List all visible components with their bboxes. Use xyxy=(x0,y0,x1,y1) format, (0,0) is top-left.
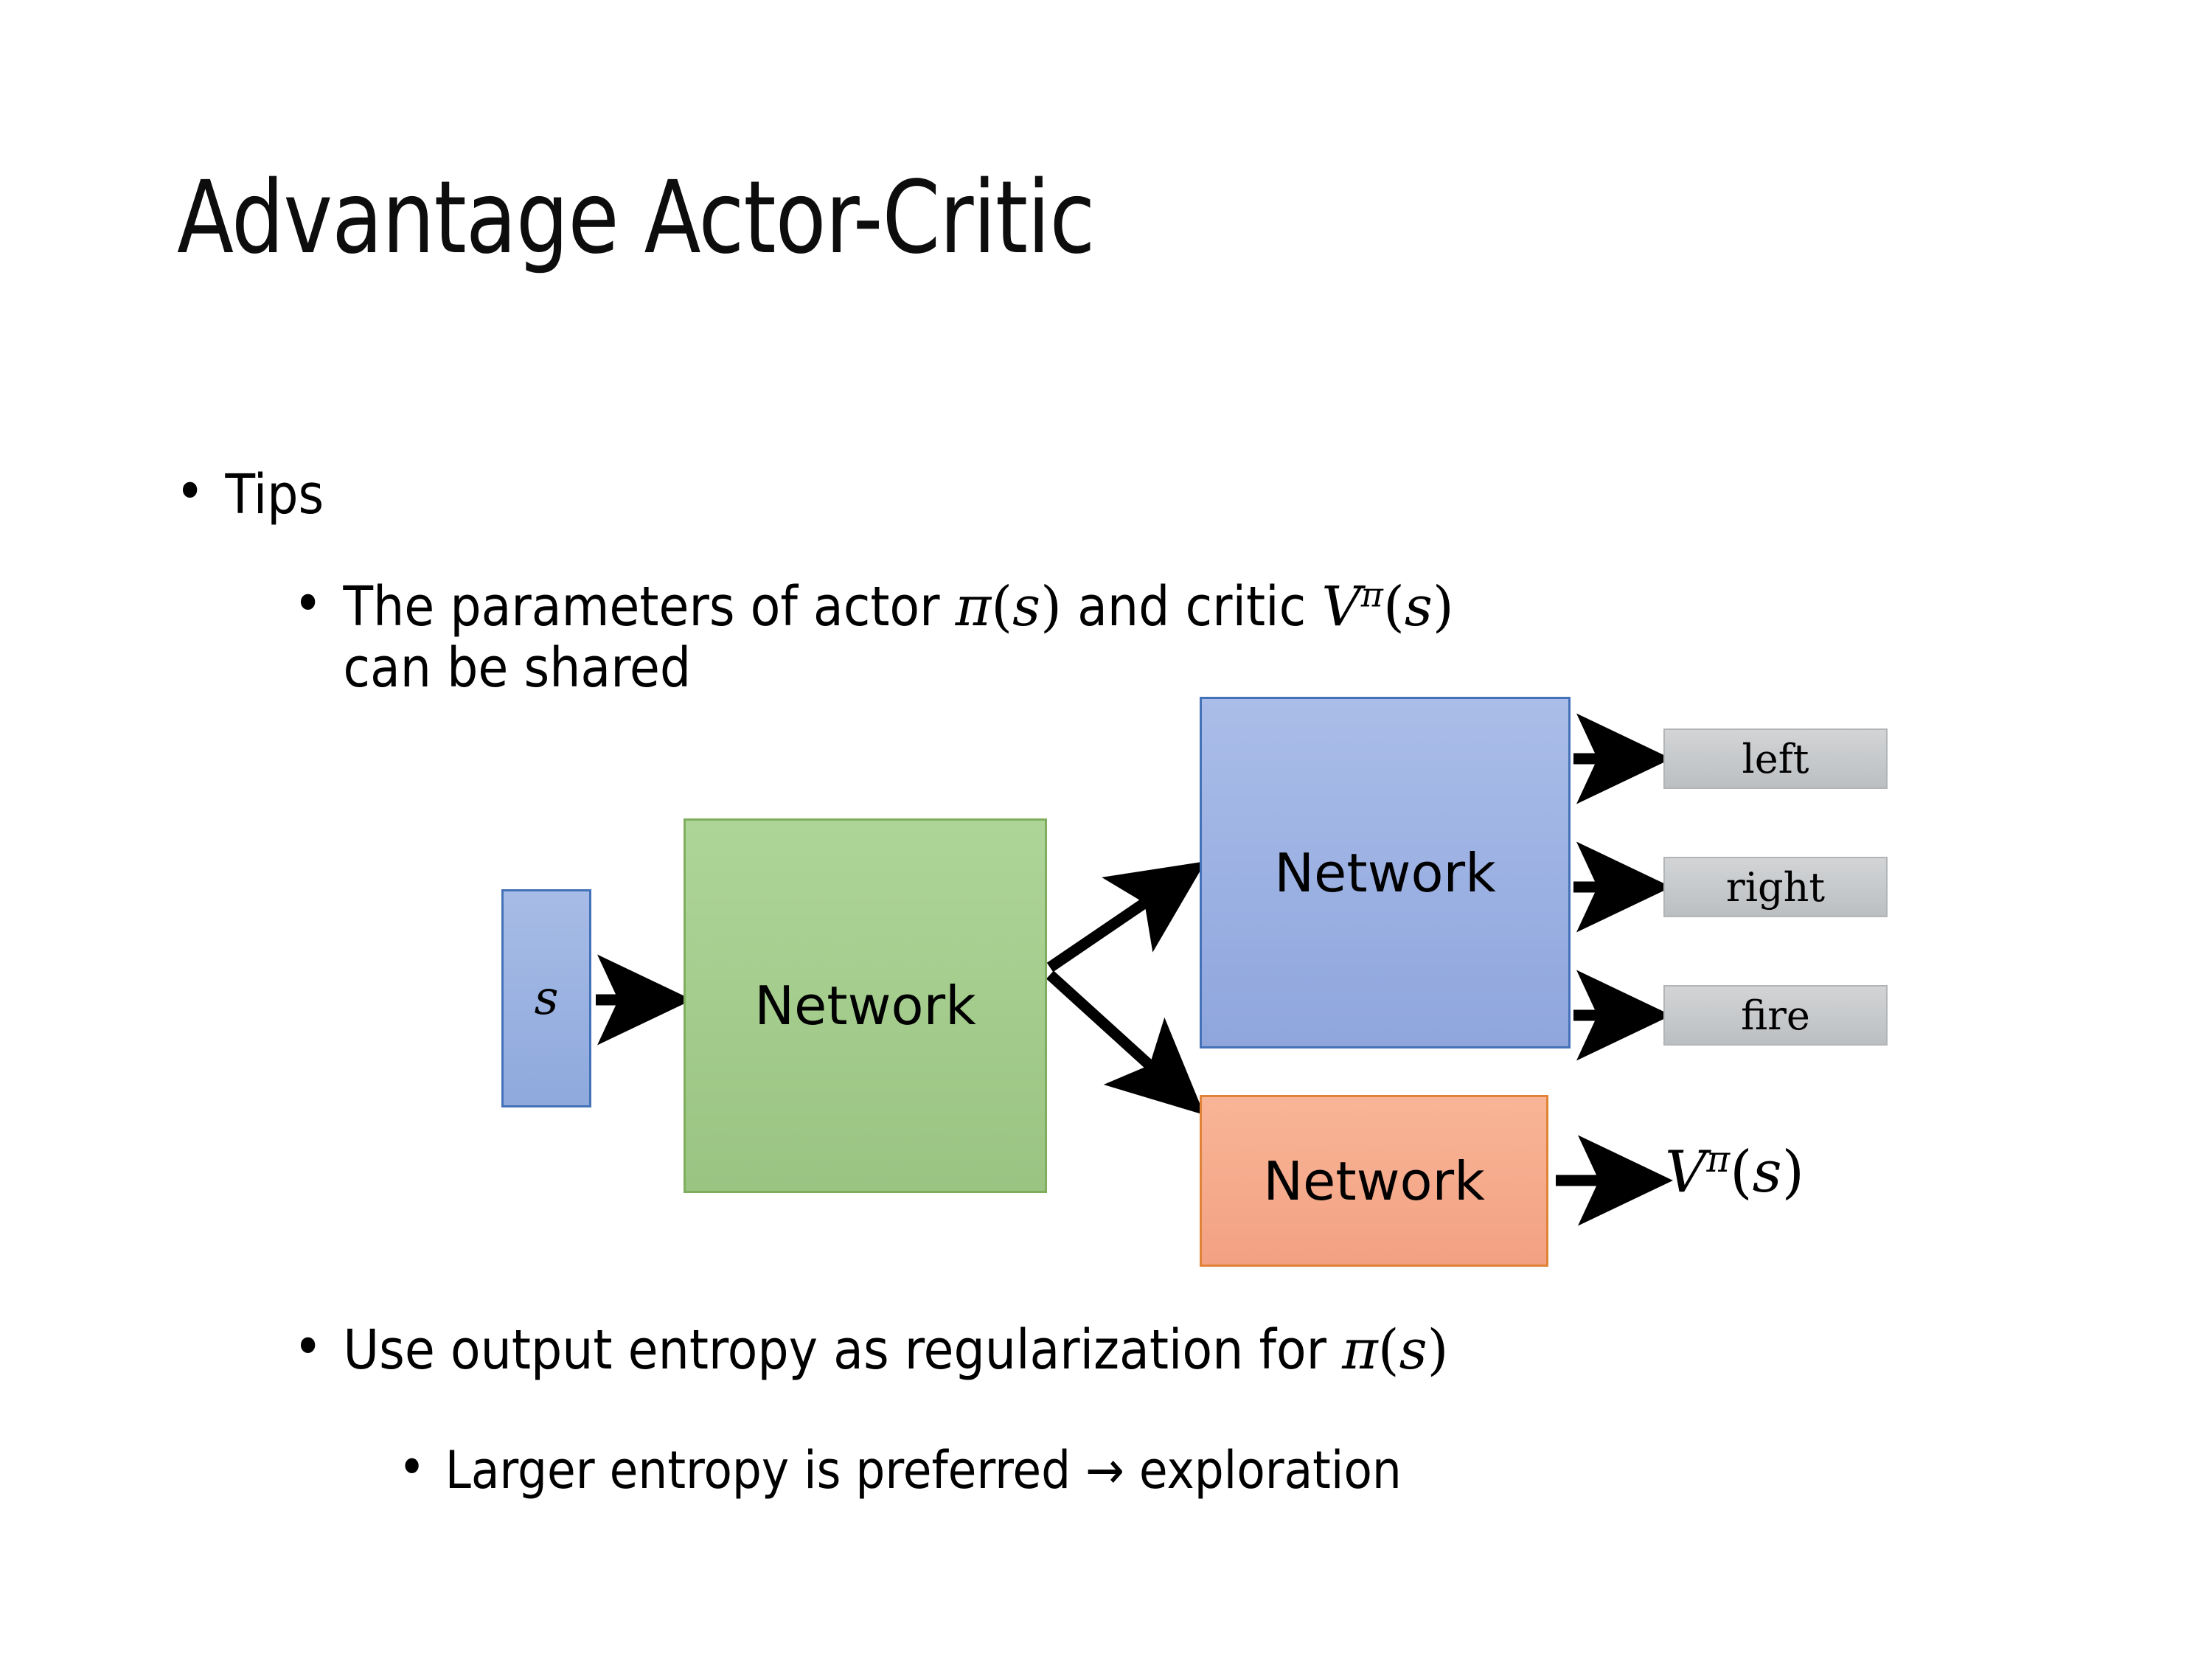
arrow-shared-to-critic-network xyxy=(1046,970,1205,1116)
bullet-marker-icon: • xyxy=(293,572,323,636)
state-input-box: s xyxy=(501,889,591,1107)
critic-value-output-label: Vπ(s) xyxy=(1665,1139,1804,1206)
critic-network-box: Network xyxy=(1200,1095,1548,1267)
paren-open: ( xyxy=(1382,575,1405,639)
pi-symbol: π xyxy=(955,575,992,639)
bullet-marker-icon: • xyxy=(293,1315,323,1379)
shared-network-label: Network xyxy=(754,975,976,1037)
bullet-parameters-text-leading: The parameters of actor xyxy=(343,575,956,639)
state-variable: s xyxy=(1404,575,1433,639)
bullet-item-parameters: • The parameters of actor π(s) and criti… xyxy=(293,577,2100,699)
state-variable: s xyxy=(1399,1318,1427,1382)
pi-symbol: π xyxy=(1342,1318,1378,1382)
bullet-item-entropy: • Use output entropy as regularization f… xyxy=(293,1320,1449,1381)
paren-open: ( xyxy=(1377,1318,1399,1382)
paren-close: ) xyxy=(1432,575,1454,639)
actor-network-label: Network xyxy=(1274,841,1496,904)
bullet-item-larger-entropy: • Larger entropy is preferred → explorat… xyxy=(398,1437,1402,1500)
bullet-parameters-text-trailing: can be shared xyxy=(343,636,692,700)
value-function-symbol: V xyxy=(1321,575,1361,639)
pi-superscript: π xyxy=(1360,574,1383,615)
action-output-fire: fire xyxy=(1663,985,1888,1046)
state-box-label: s xyxy=(534,971,559,1026)
critic-network-label: Network xyxy=(1263,1150,1485,1212)
bullet-entropy-text: Use output entropy as regularization for xyxy=(343,1318,1343,1382)
action-output-right: right xyxy=(1663,857,1888,917)
bullet-tips-label: Tips xyxy=(225,463,324,526)
bullet-parameters-label: The parameters of actor π(s) and critic … xyxy=(343,577,1453,699)
math-actor-policy: π(s) xyxy=(956,575,1062,639)
paren-close: ) xyxy=(1040,575,1062,639)
bullet-entropy-label: Use output entropy as regularization for… xyxy=(343,1320,1448,1381)
value-function-symbol: V xyxy=(1665,1139,1707,1206)
action-right-label: right xyxy=(1725,863,1826,911)
page-title: Advantage Actor-Critic xyxy=(177,160,1095,276)
shared-network-box: Network xyxy=(684,818,1047,1193)
bullet-larger-entropy-label: Larger entropy is preferred → exploratio… xyxy=(445,1440,1402,1500)
paren-close: ) xyxy=(1781,1139,1805,1206)
actor-network-box: Network xyxy=(1200,697,1571,1048)
bullet-marker-icon: • xyxy=(398,1437,426,1498)
action-fire-label: fire xyxy=(1741,992,1810,1039)
math-critic-value: Vπ(s) xyxy=(1321,575,1453,639)
bullet-marker-icon: • xyxy=(175,460,205,524)
bullet-parameters-text-middle: and critic xyxy=(1062,575,1322,639)
action-output-left: left xyxy=(1663,728,1888,789)
math-policy: π(s) xyxy=(1342,1318,1448,1382)
pi-superscript: π xyxy=(1706,1139,1731,1180)
paren-close: ) xyxy=(1427,1318,1449,1382)
paren-open: ( xyxy=(991,575,1013,639)
paren-open: ( xyxy=(1730,1139,1753,1206)
action-left-label: left xyxy=(1742,735,1809,782)
state-variable: s xyxy=(1012,575,1041,639)
state-variable: s xyxy=(1752,1139,1782,1206)
arrow-shared-to-actor-network xyxy=(1046,861,1206,973)
bullet-item-tips: • Tips xyxy=(175,465,324,526)
